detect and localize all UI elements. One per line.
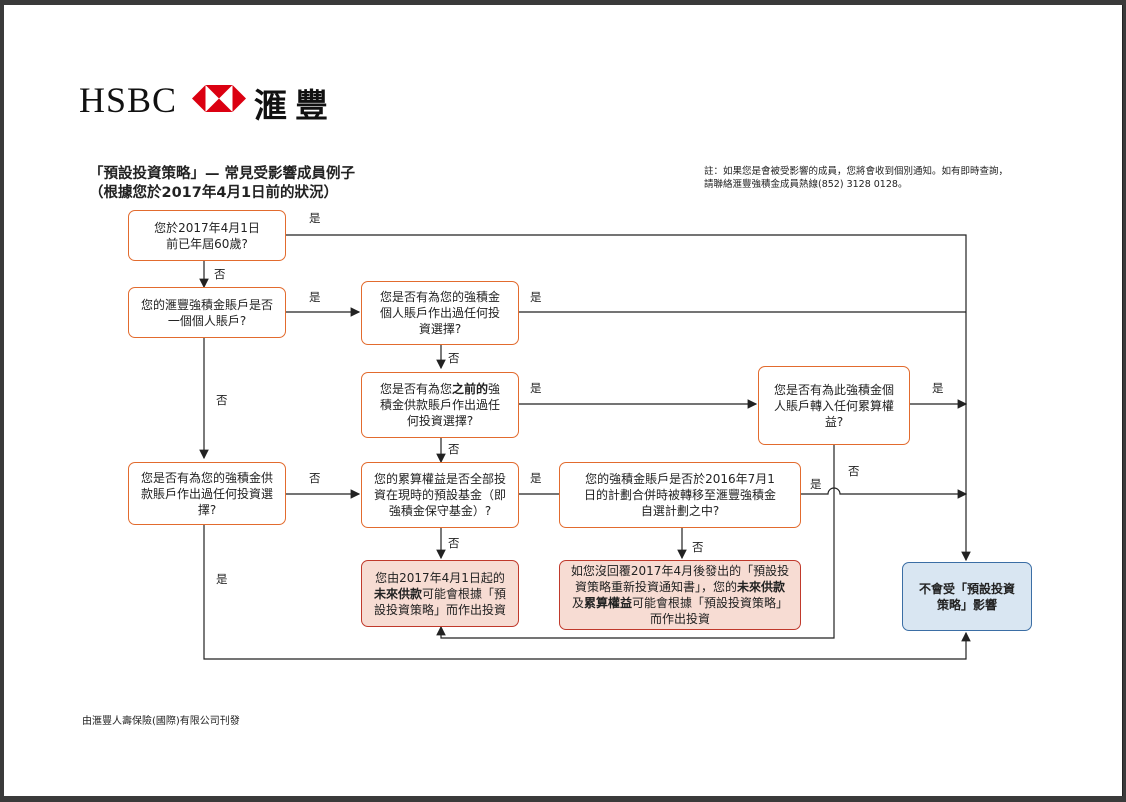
contact-note: 註：如果您是會被受影響的成員，您將會收到個別通知。如有即時查詢， 請聯絡滙豐強積… xyxy=(704,165,1008,191)
hsbc-logo-text: HSBC xyxy=(79,80,178,120)
label-q5-no: 否 xyxy=(848,464,860,478)
r2-pre: 如您沒回覆2017年4月後發出的「預設投資策略重新投資通知書」，您的 xyxy=(570,564,790,594)
label-q2-yes: 是 xyxy=(309,290,321,304)
decision-previous-contribution-choice: 您是否有為您之前的強積金供款賬戶作出過任何投資選擇? xyxy=(361,372,519,438)
outcome-reinvestment-notice: 如您沒回覆2017年4月後發出的「預設投資策略重新投資通知書」，您的未來供款及累… xyxy=(559,560,801,630)
label-q8-no: 否 xyxy=(692,540,704,554)
r1-post: 可能會根據「預設投資策略」而作出投資 xyxy=(373,586,507,617)
label-q8-yes: 是 xyxy=(810,477,822,491)
label-q7-yes: 是 xyxy=(530,471,542,485)
hsbc-logo-chinese: 滙豐 xyxy=(254,86,336,125)
label-q6-yes: 是 xyxy=(216,572,228,586)
decision-transfer-in-benefits-text: 您是否有為此強積金個人賬戶轉入任何累算權益? xyxy=(773,382,894,429)
r2-post: 可能會根據「預設投資策略」而作出投資 xyxy=(632,596,789,626)
decision-personal-account-text: 您的滙豐強積金賬戶是否一個個人賬戶? xyxy=(141,297,274,328)
label-q2-no: 否 xyxy=(216,393,228,407)
r2-mid: 及 xyxy=(571,596,584,610)
label-q3-yes: 是 xyxy=(530,290,542,304)
page-title: 「預設投資策略」— 常見受影響成員例子 （根據您於2017年4月1日前的狀況） xyxy=(89,165,355,203)
label-q4-no: 否 xyxy=(448,442,460,456)
decision-personal-investment-choice: 您是否有為您的強積金個人賬戶作出過任何投資選擇? xyxy=(361,281,519,345)
line-q8-yes xyxy=(801,487,968,499)
note-line-1: 註：如果您是會被受影響的成員，您將會收到個別通知。如有即時查詢， xyxy=(704,166,1009,177)
decision-scheme-merger: 您的強積金賬戶是否於2016年7月1日的計劃合併時被轉移至滙豐強積金自選計劃之中… xyxy=(559,462,801,528)
r1-bold: 未來供款 xyxy=(373,586,422,601)
label-q6-no: 否 xyxy=(309,471,321,485)
outcome-not-affected-text: 不會受「預設投資策略」影響 xyxy=(918,581,1015,612)
line-q5-no xyxy=(436,445,835,639)
decision-transfer-in-benefits: 您是否有為此強積金個人賬戶轉入任何累算權益? xyxy=(758,366,910,445)
r2-bold-1: 未來供款 xyxy=(737,580,786,594)
decision-personal-investment-choice-text: 您是否有為您的強積金個人賬戶作出過任何投資選擇? xyxy=(379,290,500,336)
label-q1-no: 否 xyxy=(214,267,226,281)
decision-personal-account: 您的滙豐強積金賬戶是否一個個人賬戶? xyxy=(128,287,286,338)
document-page: HSBC 滙豐 「預設投資策略」— 常見受影響成員例子 （根據您於2017年4月… xyxy=(4,5,1123,796)
decision-previous-contribution-choice-text: 您是否有為您之前的強積金供款賬戶作出過任何投資選擇? xyxy=(370,381,510,429)
hsbc-hexagon-logo-icon xyxy=(192,85,246,112)
decision-all-default-fund: 您的累算權益是否全部投資在現時的預設基金（即強積金保守基金）? xyxy=(361,462,519,528)
label-q5-yes: 是 xyxy=(932,381,944,395)
decision-contribution-choice: 您是否有為您的強積金供款賬戶作出過任何投資選擇? xyxy=(128,462,286,525)
q4-bold: 之前的 xyxy=(451,382,488,396)
q4-pre: 您是否有為您 xyxy=(379,382,452,396)
line-q1-yes xyxy=(286,234,971,562)
decision-age-60-text: 您於2017年4月1日前已年屆60歲? xyxy=(154,220,260,251)
title-line-2: （根據您於2017年4月1日前的狀況） xyxy=(89,185,339,201)
title-line-1: 「預設投資策略」— 常見受影響成員例子 xyxy=(89,166,356,182)
decision-age-60: 您於2017年4月1日前已年屆60歲? xyxy=(128,210,286,261)
label-q4-yes: 是 xyxy=(530,381,542,395)
label-q7-no: 否 xyxy=(448,536,460,550)
decision-all-default-fund-text: 您的累算權益是否全部投資在現時的預設基金（即強積金保守基金）? xyxy=(374,472,507,518)
outcome-not-affected: 不會受「預設投資策略」影響 xyxy=(902,562,1032,631)
decision-scheme-merger-text: 您的強積金賬戶是否於2016年7月1日的計劃合併時被轉移至滙豐強積金自選計劃之中… xyxy=(583,472,776,518)
label-q1-yes: 是 xyxy=(309,211,321,225)
decision-contribution-choice-text: 您是否有為您的強積金供款賬戶作出過任何投資選擇? xyxy=(141,470,274,517)
flowchart-connectors xyxy=(199,234,971,660)
q4-post: 強積金供款賬戶作出過任何投資選擇? xyxy=(379,382,501,428)
publisher-footer: 由滙豐人壽保險(國際)有限公司刊發 xyxy=(82,716,240,727)
outcome-future-contributions-text: 您由2017年4月1日起的未來供款可能會根據「預設投資策略」而作出投資 xyxy=(370,570,510,618)
note-line-2: 請聯絡滙豐強積金成員熱線(852) 3128 0128。 xyxy=(704,179,908,190)
outcome-reinvestment-notice-text: 如您沒回覆2017年4月後發出的「預設投資策略重新投資通知書」，您的未來供款及累… xyxy=(568,563,792,627)
r1-pre: 您由2017年4月1日起的 xyxy=(375,570,505,585)
line-q6-yes xyxy=(203,525,971,660)
r2-bold-2: 累算權益 xyxy=(583,596,632,610)
label-q3-no: 否 xyxy=(448,351,460,365)
outcome-future-contributions: 您由2017年4月1日起的未來供款可能會根據「預設投資策略」而作出投資 xyxy=(361,560,519,627)
